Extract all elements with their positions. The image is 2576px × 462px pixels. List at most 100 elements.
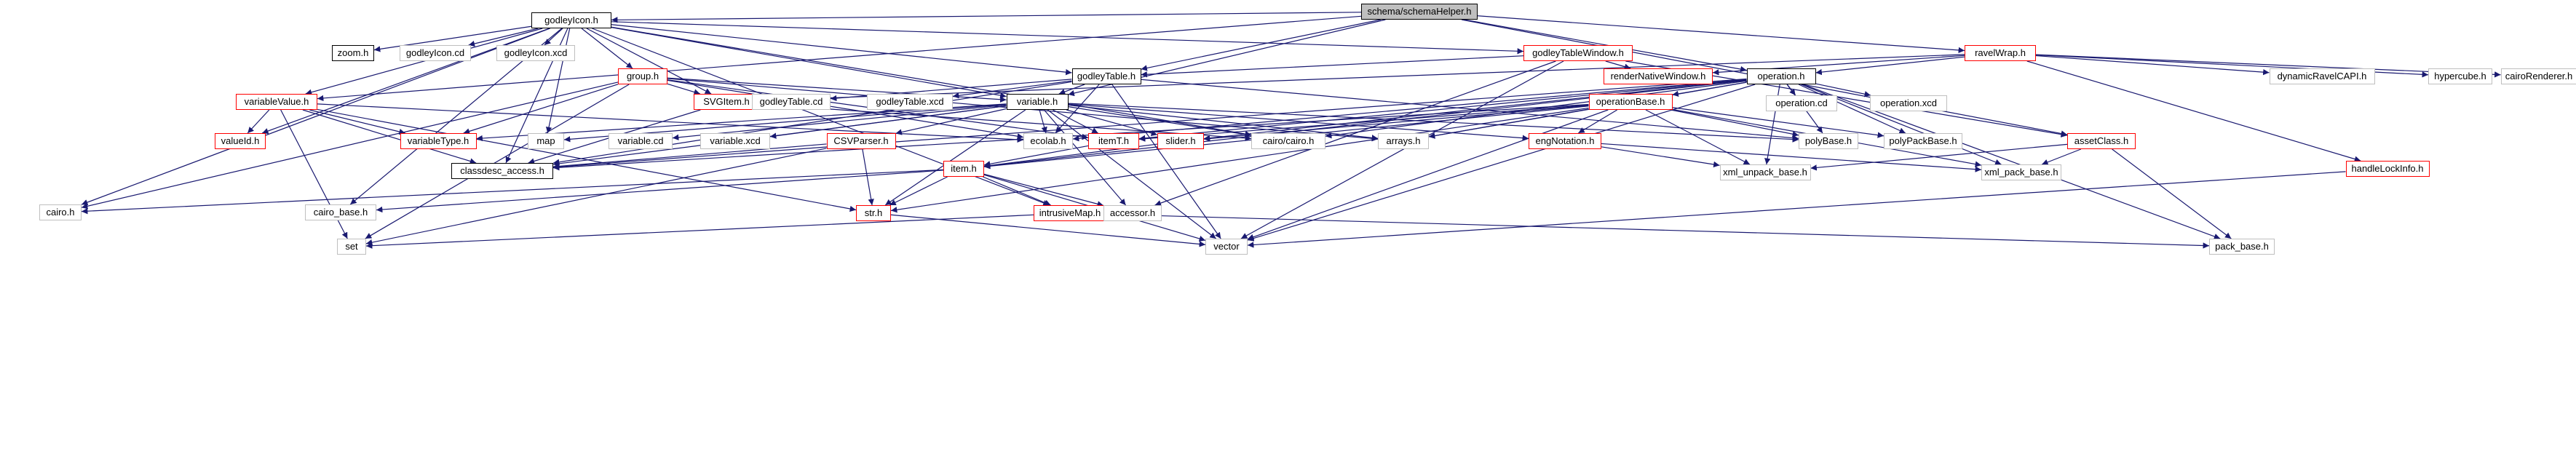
node-SVGItem[interactable]: SVGItem.h	[694, 94, 759, 110]
edge-schemaHelper-to-ravelWrap	[1477, 15, 1965, 54]
edge-operation-to-polyPackBase	[1798, 84, 1906, 134]
node-ravelWrap[interactable]: ravelWrap.h	[1965, 45, 2036, 61]
edge-godleyIcon-to-godleyTable	[611, 24, 1072, 76]
edge-variable-to-vector	[1047, 109, 1216, 239]
edge-variable-to-cairoCairo	[1068, 106, 1252, 138]
edge-item-to-intrusiveMap	[983, 176, 1051, 206]
node-slider[interactable]: slider.h	[1157, 133, 1204, 149]
dependency-edges	[81, 12, 2501, 249]
node-classdescAccess[interactable]: classdesc_access.h	[451, 163, 553, 179]
node-group[interactable]: group.h	[618, 68, 667, 84]
edge-engNotation-to-xmlUnpackBase	[1601, 146, 1720, 168]
edge-CSVParser-to-classdescAccess	[552, 143, 827, 170]
edge-godleyIcon-to-godleyIconCd	[468, 28, 539, 47]
node-xmlUnpackBase: xml_unpack_base.h	[1719, 164, 1811, 180]
node-variableXcd: variable.xcd	[700, 133, 770, 149]
edge-item-to-cairo	[81, 169, 944, 215]
edge-godleyIcon-to-godleyIconXcd	[544, 28, 563, 46]
edge-operationBase-to-xmlUnpackBase	[1645, 109, 1751, 165]
node-variableType[interactable]: variableType.h	[400, 133, 477, 149]
node-godleyTableCd: godleyTable.cd	[752, 94, 831, 110]
node-assetClass[interactable]: assetClass.h	[2067, 133, 2136, 149]
node-variableCd: variable.cd	[609, 133, 673, 149]
node-set: set	[337, 239, 366, 255]
edge-godleyIcon-to-godleyTableWindow	[611, 21, 1524, 55]
node-godleyIcon[interactable]: godleyIcon.h	[531, 12, 611, 28]
edge-variable-to-itemT	[1053, 109, 1098, 134]
edge-CSVParser-to-set	[365, 148, 827, 246]
edge-ravelWrap-to-operation	[1815, 56, 1965, 76]
node-item[interactable]: item.h	[943, 161, 984, 177]
edge-variable-to-classdescAccess	[552, 105, 1007, 167]
edge-variable-to-CSVParser	[895, 108, 1007, 135]
edge-ravelWrap-to-handleLockInfo	[2026, 60, 2361, 162]
edge-variable-to-str	[884, 109, 1026, 206]
node-operationCd: operation.cd	[1766, 95, 1837, 111]
edge-ravelWrap-to-cairoRenderer	[2035, 54, 2501, 78]
edge-godleyIcon-to-variable	[611, 27, 1007, 99]
edge-operationBase-to-polyBase	[1671, 109, 1799, 138]
node-godleyIconXcd: godleyIcon.xcd	[496, 45, 575, 61]
node-zoom[interactable]: zoom.h	[332, 45, 374, 61]
edge-operationBase-to-polyPackBase	[1672, 107, 1885, 138]
node-CSVParser[interactable]: CSVParser.h	[826, 133, 896, 149]
edge-operation-to-slider	[1203, 79, 1747, 141]
node-operationBase[interactable]: operationBase.h	[1588, 94, 1673, 110]
node-str[interactable]: str.h	[856, 205, 891, 221]
edge-assetClass-to-packBase	[2112, 148, 2232, 239]
edge-variable-to-slider	[1066, 109, 1158, 137]
node-dynamicRavelCAPI: dynamicRavelCAPI.h	[2269, 68, 2375, 84]
edge-godleyTableWindow-to-vector	[1240, 60, 1564, 239]
node-operation[interactable]: operation.h	[1746, 68, 1816, 84]
edge-ravelWrap-to-SVGItem	[758, 54, 1965, 104]
edge-godleyTable-to-polyBase	[1141, 79, 1799, 141]
node-renderNativeWindow[interactable]: renderNativeWindow.h	[1604, 68, 1713, 84]
edge-group-to-SVGItem	[667, 83, 701, 95]
node-engNotation[interactable]: engNotation.h	[1529, 133, 1601, 149]
node-operationXcd: operation.xcd	[1870, 95, 1947, 111]
node-variableValue[interactable]: variableValue.h	[236, 94, 317, 110]
edge-group-to-variableType	[463, 84, 619, 135]
edge-variable-to-variableCd	[672, 104, 1007, 140]
edge-operationBase-to-str	[890, 107, 1589, 213]
edge-godleyIcon-to-group	[581, 28, 633, 69]
edge-group-to-ecolab	[667, 79, 1024, 140]
edge-godleyTable-to-variable	[1058, 84, 1085, 95]
node-schemaHelper[interactable]: schema/schemaHelper.h	[1361, 4, 1478, 20]
edge-godleyIcon-to-variableValue	[305, 28, 543, 95]
edge-operationBase-to-arrays	[1428, 108, 1589, 139]
node-godleyTable[interactable]: godleyTable.h	[1071, 68, 1141, 84]
edge-assetClass-to-xmlPackBase	[2041, 148, 2082, 165]
edge-godleyTable-to-vector	[1111, 84, 1221, 239]
edge-operation-to-classdescAccess	[552, 78, 1747, 170]
node-polyBase: polyBase.h	[1799, 133, 1858, 149]
edge-CSVParser-to-str	[862, 148, 874, 206]
node-map: map	[528, 133, 564, 149]
edge-intrusiveMap-to-set	[365, 214, 1034, 249]
node-packBase: pack_base.h	[2209, 239, 2275, 255]
edge-godleyIcon-to-cairo	[81, 28, 550, 206]
node-godleyIconCd: godleyIcon.cd	[400, 45, 471, 61]
node-itemT[interactable]: itemT.h	[1088, 133, 1139, 149]
edge-variable-to-arrays	[1068, 104, 1379, 141]
edge-item-to-cairoBase	[376, 170, 944, 213]
node-godleyTableWindow[interactable]: godleyTableWindow.h	[1523, 45, 1633, 61]
edge-schemaHelper-to-operation	[1464, 19, 1747, 73]
node-arrays: arrays.h	[1378, 133, 1429, 149]
node-valueId[interactable]: valueId.h	[215, 133, 266, 149]
edge-str-to-vector	[890, 214, 1206, 247]
edge-group-to-set	[365, 84, 630, 239]
node-handleLockInfo[interactable]: handleLockInfo.h	[2345, 161, 2430, 177]
edge-variableValue-to-ecolab	[317, 103, 1024, 143]
node-hypercube: hypercube.h	[2428, 68, 2492, 84]
edge-operation-to-operationXcd	[1815, 83, 1871, 97]
node-cairoRenderer: cairoRenderer.h	[2500, 68, 2576, 84]
edge-operation-to-itemT	[1138, 79, 1747, 141]
node-cairoBase: cairo_base.h	[305, 204, 376, 220]
node-xmlPackBase: xml_pack_base.h	[1981, 164, 2061, 180]
node-variable[interactable]: variable.h	[1006, 94, 1069, 110]
edge-godleyTable-to-godleyTableXcd	[952, 80, 1072, 99]
node-intrusiveMap[interactable]: intrusiveMap.h	[1034, 205, 1106, 221]
